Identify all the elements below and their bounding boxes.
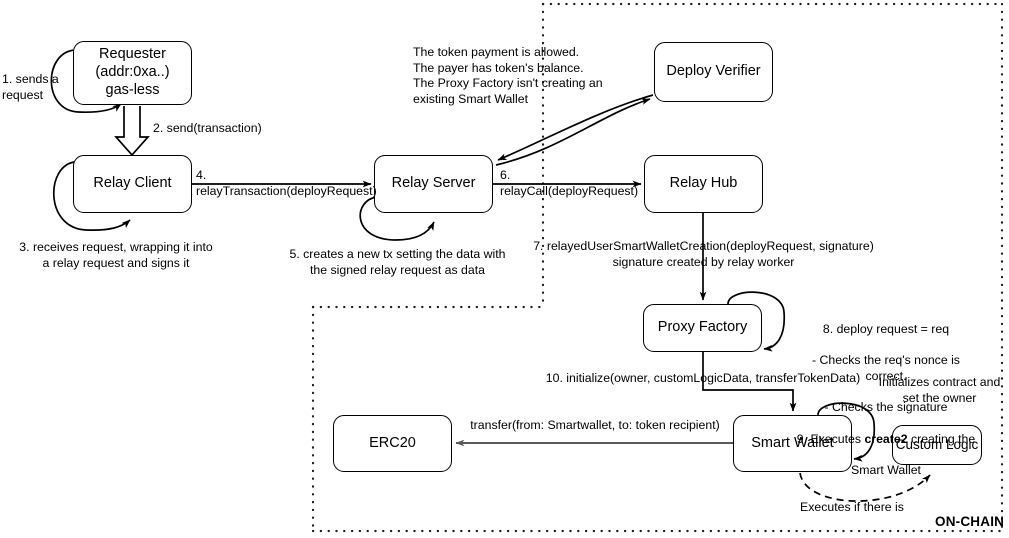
edge-label-step-2: 2. send(transaction) [153, 121, 262, 135]
node-relay-hub[interactable]: Relay Hub [644, 155, 763, 213]
step-8-9-line-3: - Checks the signature [824, 400, 948, 415]
on-chain-region-label: ON-CHAIN [935, 514, 1005, 529]
edge-smart-wallet-to-custom-logic-dashed [799, 472, 931, 502]
edge-label-transfer: transfer(from: Smartwallet, to: token re… [470, 418, 720, 432]
step-9-suffix: creating the [907, 431, 976, 446]
node-requester[interactable]: Requester (addr:0xa..) gas-less [73, 41, 192, 105]
edge-deploy-verifier-to-relay-server [497, 94, 654, 161]
node-erc20[interactable]: ERC20 [333, 415, 452, 472]
annotation-executes-if-there-is: Executes if there is [800, 500, 904, 514]
edge-label-step-4: 4. relayTransaction(deployRequest) [196, 168, 377, 198]
edge-requester-self-loop [50, 49, 122, 114]
node-relay-client[interactable]: Relay Client [73, 155, 192, 213]
node-smart-wallet[interactable]: Smart Wallet [733, 415, 852, 472]
node-relay-server[interactable]: Relay Server [374, 155, 493, 213]
edge-label-step-7: 7. relayedUserSmartWalletCreation(deploy… [533, 239, 874, 269]
step-9-create2-keyword: create2 [864, 431, 908, 446]
edge-requester-to-relay-client [114, 106, 150, 157]
node-proxy-factory[interactable]: Proxy Factory [643, 304, 762, 352]
edge-relay-client-self-loop [53, 161, 131, 231]
node-custom-logic[interactable]: Custom Logic [892, 425, 982, 465]
node-deploy-verifier[interactable]: Deploy Verifier [654, 42, 773, 102]
edge-label-step-5: 5. creates a new tx setting the data wit… [289, 247, 506, 277]
step-9-prefix: 9. Executes [796, 431, 865, 446]
annotation-initializes-contract: Initializes contract and set the owner [878, 375, 1001, 405]
edge-proxy-factory-self-loop [727, 291, 786, 352]
annotation-verifier-checks: The token payment is allowed. The payer … [413, 45, 603, 107]
edge-smart-wallet-self-loop [817, 402, 876, 462]
edge-label-step-3: 3. receives request, wrapping it into a … [19, 240, 213, 270]
edge-label-step-8-9: 8. deploy request = req - Checks the req… [790, 306, 982, 479]
edge-proxy-factory-to-smart-wallet [702, 352, 797, 412]
edge-relay-server-self-loop [359, 196, 435, 241]
step-8-9-line-1: 8. deploy request = req [822, 321, 950, 336]
edge-relay-server-to-deploy-verifier [495, 98, 651, 166]
on-chain-boundary [311, 2, 1004, 533]
step-9-line-5: Smart Wallet [851, 463, 921, 478]
step-8-9-line-2: - Checks the req's nonce is correct. [812, 353, 960, 383]
edge-label-step-6: 6. relayCall(deployRequest) [500, 168, 639, 198]
edge-label-step-1: 1. sends a request [2, 72, 59, 102]
edge-label-step-10: 10. initialize(owner, customLogicData, t… [545, 371, 861, 385]
